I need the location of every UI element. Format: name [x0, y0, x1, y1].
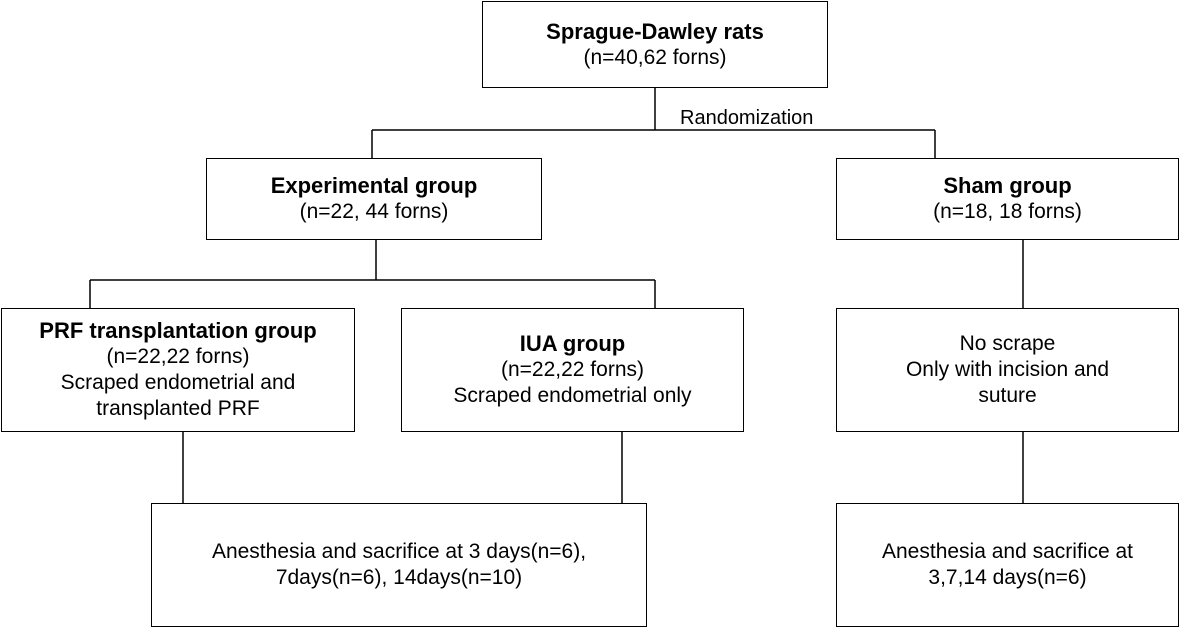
root-detail: (n=40,62 forns) [583, 45, 727, 69]
sacrifice-exp-line2: 7days(n=6), 14days(n=10) [275, 566, 523, 589]
prf-line1: Scraped endometrial and [60, 371, 296, 394]
experimental-title: Experimental group [270, 173, 478, 198]
iua-group-box: IUA group (n=22,22 forns) Scraped endome… [401, 308, 744, 432]
prf-title: PRF transplantation group [39, 318, 317, 343]
root-title: Sprague-Dawley rats [546, 18, 764, 44]
no-scrape-line1: No scrape [959, 332, 1056, 355]
prf-detail: (n=22,22 forns) [106, 345, 250, 368]
no-scrape-line2: Only with incision and [905, 358, 1110, 381]
iua-title: IUA group [519, 331, 626, 356]
prf-transplantation-box: PRF transplantation group (n=22,22 forns… [1, 308, 355, 432]
iua-detail: (n=22,22 forns) [500, 358, 644, 381]
sacrifice-sham-box: Anesthesia and sacrifice at 3,7,14 days(… [836, 503, 1179, 627]
no-scrape-box: No scrape Only with incision and suture [836, 308, 1179, 432]
sacrifice-sham-line1: Anesthesia and sacrifice at [882, 540, 1133, 563]
sham-group-box: Sham group (n=18, 18 forns) [836, 158, 1179, 240]
sham-title: Sham group [943, 173, 1072, 198]
sacrifice-experimental-box: Anesthesia and sacrifice at 3 days(n=6),… [151, 503, 647, 627]
sacrifice-sham-line2: 3,7,14 days(n=6) [928, 566, 1087, 589]
sham-detail: (n=18, 18 forns) [933, 200, 1082, 223]
experimental-detail: (n=22, 44 forns) [299, 200, 449, 223]
iua-line1: Scraped endometrial only [453, 384, 692, 407]
prf-line2: transplanted PRF [96, 397, 260, 420]
root-box: Sprague-Dawley rats (n=40,62 forns) [482, 1, 828, 88]
experimental-group-box: Experimental group (n=22, 44 forns) [206, 158, 542, 240]
randomization-label: Randomization [680, 107, 814, 129]
sacrifice-exp-line1: Anesthesia and sacrifice at 3 days(n=6), [211, 540, 587, 563]
no-scrape-line3: suture [978, 384, 1037, 407]
